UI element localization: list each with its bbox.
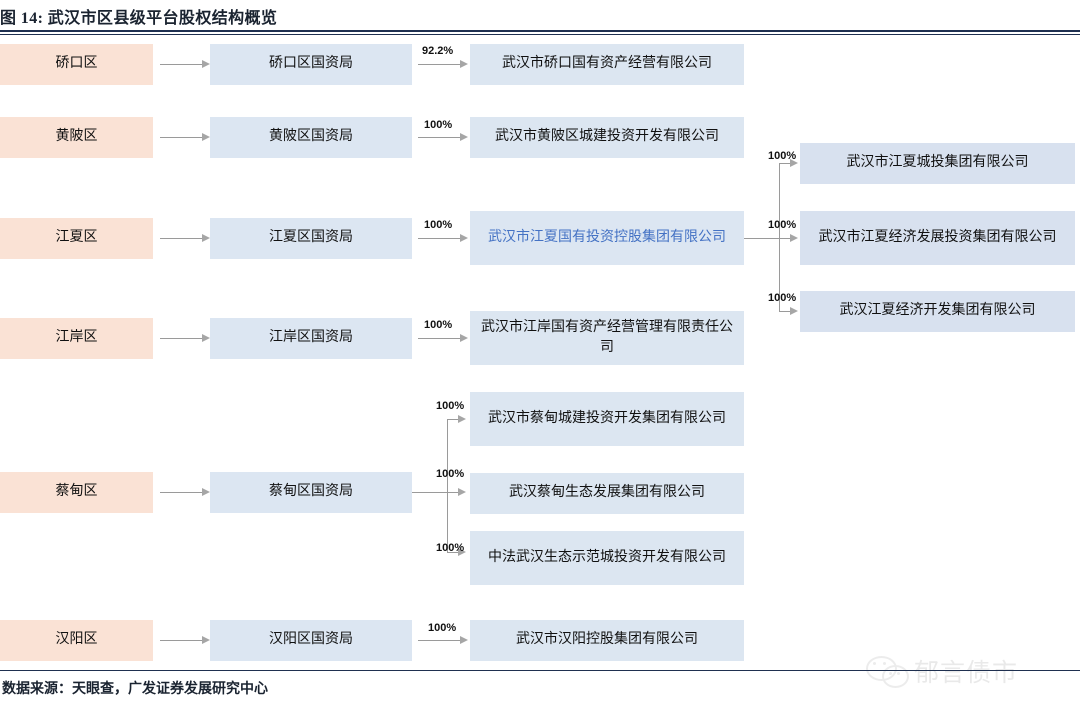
arrowhead-hanyang-district-bureau: [202, 636, 210, 644]
header-rule-thin: [0, 34, 1080, 35]
pct-label-hanyang: 100%: [428, 622, 457, 634]
pct-label-jiangxia-sub2: 100%: [768, 219, 797, 231]
connector-jiangan-bureau-company: [418, 338, 462, 339]
arrowhead-jiangxia-sub1: [790, 159, 798, 167]
connector-caidian-spine: [447, 419, 448, 552]
district-box-jiangxia[interactable]: 江夏区: [0, 218, 153, 259]
pct-label-qiaokou: 92.2%: [422, 45, 454, 57]
company-box-jiangxia-sub1[interactable]: 武汉市江夏城投集团有限公司: [800, 143, 1075, 184]
connector-huangpi-district-bureau: [160, 137, 204, 138]
watermark-text: 郁言债市: [914, 660, 1019, 687]
bureau-box-hanyang[interactable]: 汉阳区国资局: [210, 620, 412, 661]
arrowhead-jiangxia-bureau-company: [460, 234, 468, 242]
company-box-qiaokou-1[interactable]: 武汉市硚口国有资产经营有限公司: [470, 44, 744, 85]
arrowhead-caidian-district-bureau: [202, 488, 210, 496]
connector-hanyang-bureau-company: [418, 640, 462, 641]
connector-jiangxia-sub1: [779, 163, 792, 164]
pct-label-jiangxia-sub3: 100%: [768, 292, 797, 304]
connector-jiangxia-trunk: [744, 238, 780, 239]
company-box-jiangxia-sub3[interactable]: 武汉江夏经济开发集团有限公司: [800, 291, 1075, 332]
page-title: 图 14: 武汉市区县级平台股权结构概览: [0, 9, 278, 27]
arrowhead-jiangan-bureau-company: [460, 334, 468, 342]
connector-caidian-district-bureau: [160, 492, 204, 493]
bureau-box-jiangxia[interactable]: 江夏区国资局: [210, 218, 412, 259]
pct-label-caidian-sub3: 100%: [436, 542, 465, 554]
pct-label-huangpi: 100%: [424, 119, 453, 131]
connector-caidian-trunk: [412, 492, 448, 493]
arrowhead-jiangxia-sub2: [790, 234, 798, 242]
district-box-caidian[interactable]: 蔡甸区: [0, 472, 153, 513]
connector-jiangan-district-bureau: [160, 338, 204, 339]
pct-label-caidian-sub2: 100%: [436, 468, 465, 480]
header-rule-thick: [0, 30, 1080, 32]
connector-hanyang-district-bureau: [160, 640, 204, 641]
company-box-caidian-2[interactable]: 武汉蔡甸生态发展集团有限公司: [470, 473, 744, 514]
arrowhead-qiaokou-district-bureau: [202, 60, 210, 68]
source-note: 数据来源：天眼查，广发证券发展研究中心: [2, 682, 268, 697]
arrowhead-caidian-sub3: [458, 548, 466, 556]
connector-jiangxia-sub3: [779, 311, 792, 312]
bureau-box-qiaokou[interactable]: 硚口区国资局: [210, 44, 412, 85]
wechat-icon: [866, 654, 910, 688]
district-box-qiaokou[interactable]: 硚口区: [0, 44, 153, 85]
company-box-jiangan-1[interactable]: 武汉市江岸国有资产经营管理有限责任公司: [470, 311, 744, 365]
pct-label-jiangxia: 100%: [424, 219, 453, 231]
district-box-hanyang[interactable]: 汉阳区: [0, 620, 153, 661]
arrowhead-jiangan-district-bureau: [202, 334, 210, 342]
district-box-huangpi[interactable]: 黄陂区: [0, 117, 153, 158]
district-box-jiangan[interactable]: 江岸区: [0, 318, 153, 359]
arrowhead-jiangxia-sub3: [790, 307, 798, 315]
bureau-box-huangpi[interactable]: 黄陂区国资局: [210, 117, 412, 158]
arrowhead-huangpi-district-bureau: [202, 133, 210, 141]
bureau-box-caidian[interactable]: 蔡甸区国资局: [210, 472, 412, 513]
connector-caidian-sub3: [447, 552, 460, 553]
connector-huangpi-bureau-company: [418, 137, 462, 138]
connector-caidian-sub2: [447, 492, 460, 493]
arrowhead-hanyang-bureau-company: [460, 636, 468, 644]
arrowhead-qiaokou-bureau-company: [460, 60, 468, 68]
connector-qiaokou-bureau-company: [418, 64, 462, 65]
connector-jiangxia-spine: [779, 163, 780, 311]
connector-jiangxia-district-bureau: [160, 238, 204, 239]
arrowhead-caidian-sub2: [458, 488, 466, 496]
company-box-jiangxia-holding[interactable]: 武汉市江夏国有投资控股集团有限公司: [470, 211, 744, 265]
arrowhead-jiangxia-district-bureau: [202, 234, 210, 242]
company-box-caidian-1[interactable]: 武汉市蔡甸城建投资开发集团有限公司: [470, 392, 744, 446]
arrowhead-huangpi-bureau-company: [460, 133, 468, 141]
connector-jiangxia-bureau-company: [418, 238, 462, 239]
pct-label-jiangan: 100%: [424, 319, 453, 331]
watermark: 郁言债市: [866, 648, 1066, 694]
company-box-caidian-3[interactable]: 中法武汉生态示范城投资开发有限公司: [470, 531, 744, 585]
pct-label-jiangxia-sub1: 100%: [768, 150, 797, 162]
company-box-jiangxia-sub2[interactable]: 武汉市江夏经济发展投资集团有限公司: [800, 211, 1075, 265]
company-box-huangpi-1[interactable]: 武汉市黄陂区城建投资开发有限公司: [470, 117, 744, 158]
footer-rule: [0, 670, 1080, 671]
bureau-box-jiangan[interactable]: 江岸区国资局: [210, 318, 412, 359]
connector-caidian-sub1: [447, 419, 460, 420]
arrowhead-caidian-sub1: [458, 415, 466, 423]
pct-label-caidian-sub1: 100%: [436, 400, 465, 412]
connector-jiangxia-sub2: [779, 238, 792, 239]
company-box-hanyang-1[interactable]: 武汉市汉阳控股集团有限公司: [470, 620, 744, 661]
figure-header: 图 14: 武汉市区县级平台股权结构概览: [0, 0, 1080, 31]
connector-qiaokou-district-bureau: [160, 64, 204, 65]
